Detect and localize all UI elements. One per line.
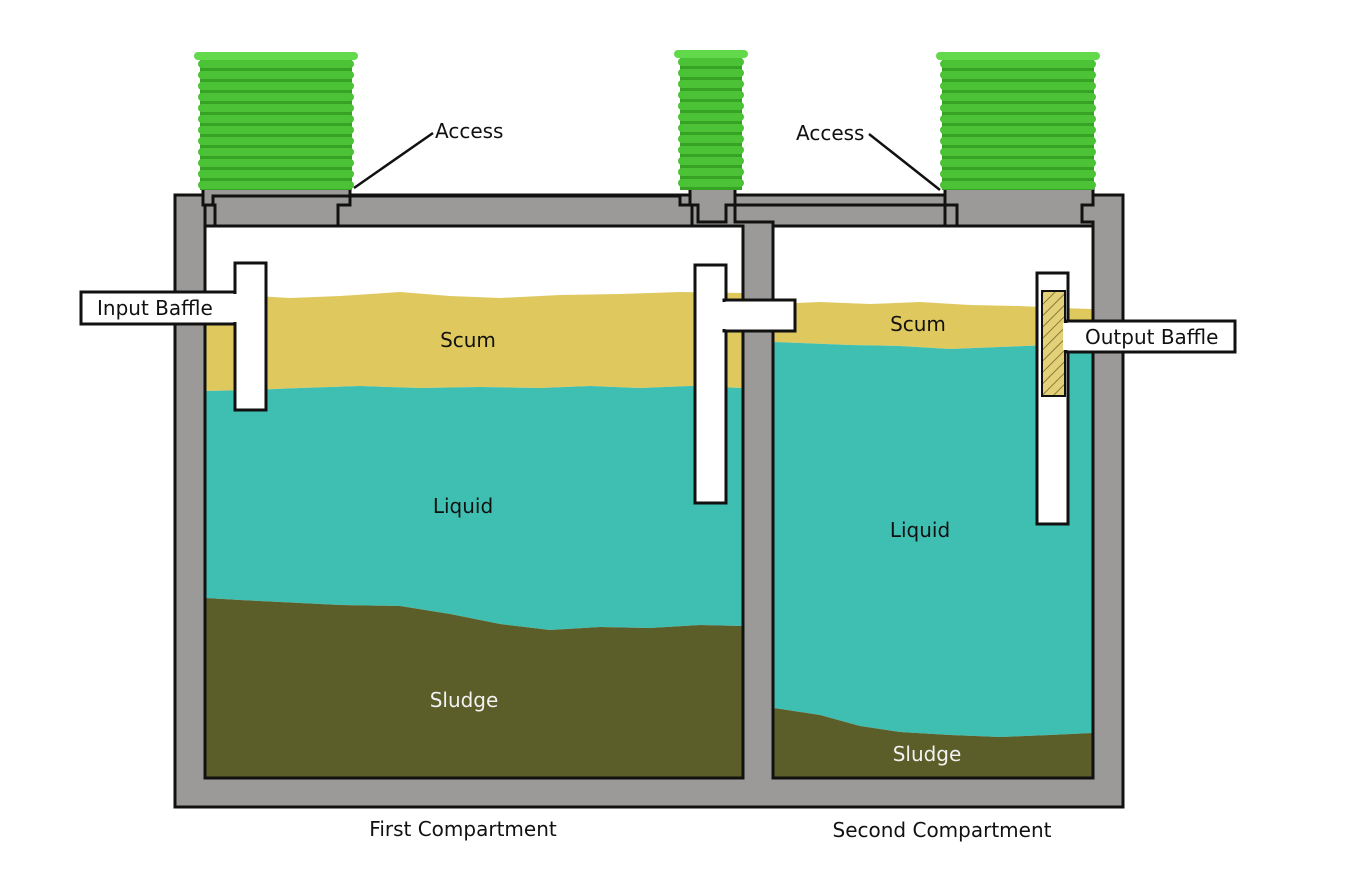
first-compartment-caption: First Compartment	[369, 817, 557, 841]
access-right-leader	[868, 133, 941, 191]
first-compartment	[203, 224, 745, 780]
scum-label-second: Scum	[890, 312, 946, 336]
access-right-label: Access	[796, 121, 864, 145]
liquid-layer-first	[206, 386, 742, 630]
output-baffle-label: Output Baffle	[1085, 325, 1218, 349]
access-collar-middle	[688, 185, 737, 224]
output-baffle: Output Baffle	[1035, 271, 1237, 526]
corrugated-riser-icon	[194, 52, 358, 190]
corrugated-riser-icon	[936, 52, 1100, 190]
transfer-tee	[693, 263, 797, 505]
input-baffle-label: Input Baffle	[97, 296, 213, 320]
access-left-label: Access	[435, 119, 503, 143]
sludge-layer-first	[206, 598, 742, 777]
lid-first	[203, 203, 217, 228]
effluent-filter-icon	[1041, 290, 1066, 397]
second-compartment-caption: Second Compartment	[833, 818, 1052, 842]
sludge-label-second: Sludge	[893, 742, 962, 766]
sludge-layer-second	[774, 708, 1092, 777]
liquid-label-second: Liquid	[890, 518, 950, 542]
liquid-layer-second	[774, 342, 1092, 737]
liquid-label-first: Liquid	[433, 494, 493, 518]
sludge-label-first: Sludge	[430, 688, 499, 712]
access-left-leader	[353, 131, 434, 190]
corrugated-riser-icon	[674, 50, 748, 190]
input-baffle: Input Baffle	[79, 261, 268, 412]
scum-layer-second	[774, 302, 1092, 349]
scum-layer-first	[206, 292, 742, 391]
access-collar-right	[943, 185, 1095, 228]
scum-label-first: Scum	[440, 328, 496, 352]
lid-second	[733, 203, 947, 228]
